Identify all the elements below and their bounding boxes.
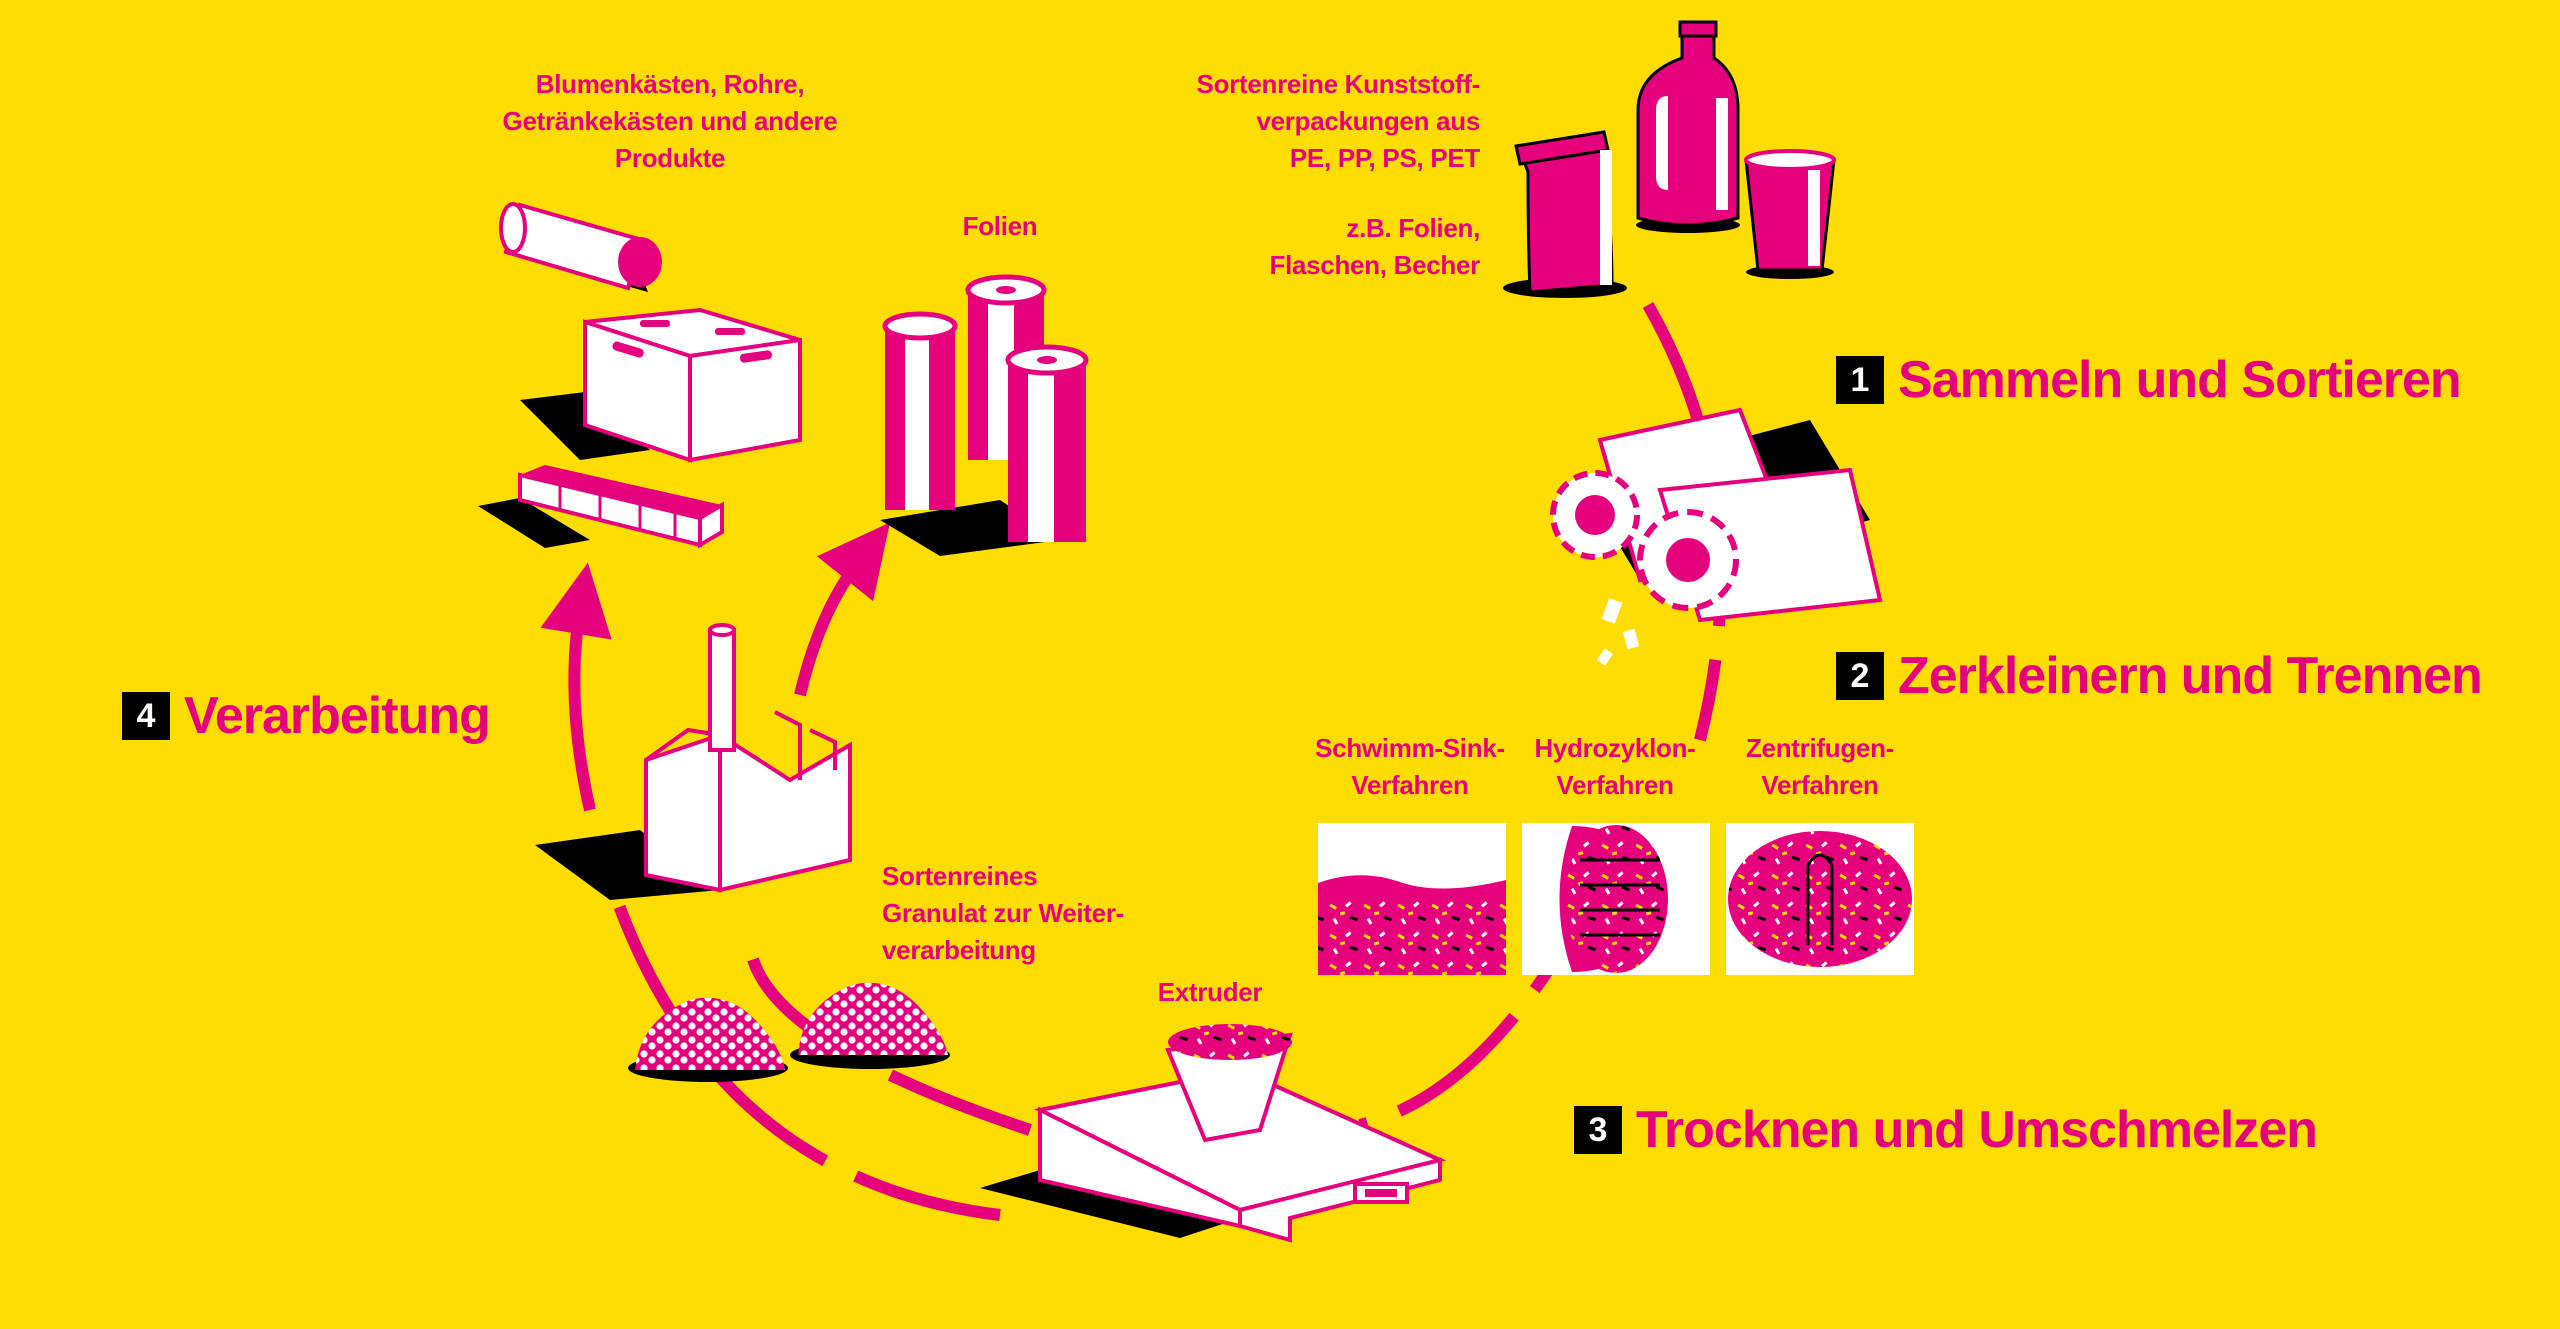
stage-2-title: 2 Zerkleinern und Trennen [1836,646,2483,706]
examples-label: z.B. Folien, Flaschen, Becher [1269,213,1480,280]
extruder-label: Extruder [1157,977,1263,1007]
stage-1-number: 1 [1836,356,1884,404]
granulate-label: Sortenreines Granulat zur Weiter- verarb… [882,861,1125,965]
products-label: Blumenkästen, Rohre, Getränkekästen und … [502,69,838,173]
stage-3-number: 3 [1574,1106,1622,1154]
stage-2-number: 2 [1836,652,1884,700]
factory-icon [535,623,852,900]
film-rolls-icon [880,274,1089,556]
stage-3-title: 3 Trocknen und Umschmelzen [1574,1100,2318,1160]
granulate-pile-icon [628,982,950,1082]
centrifuge-label: Zentrifugen- Verfahren [1745,733,1895,800]
shredder-gears-icon [1550,407,1883,666]
upward-arrows [540,522,890,812]
packaging-label: Sortenreine Kunststoff- verpackungen aus… [1196,69,1481,173]
sink-float-label: Schwimm-Sink- Verfahren [1315,733,1505,800]
films-label: Folien [962,211,1038,241]
stage-3-text: Trocknen und Umschmelzen [1636,1101,2318,1159]
bottle-icon [1636,20,1740,233]
stage-4-number: 4 [122,692,170,740]
hydrocyclone-icon [1522,823,1710,975]
centrifuge-icon [1726,823,1914,975]
plastic-bag-icon [1503,130,1627,298]
cup-icon [1744,149,1836,279]
flower-box-icon [478,465,724,549]
stage-4-title: 4 Verarbeitung [122,686,491,746]
stage-1-title: 1 Sammeln und Sortieren [1836,350,2462,410]
crate-icon [520,307,802,463]
pipe-icon [499,202,662,292]
stage-4-text: Verarbeitung [184,687,491,745]
stage-2-text: Zerkleinern und Trennen [1898,647,2483,705]
stage-1-text: Sammeln und Sortieren [1898,351,2462,409]
extruder-icon [980,1024,1447,1243]
hydrocyclone-label: Hydrozyklon- Verfahren [1534,733,1696,800]
sink-float-tank-icon [1318,823,1506,975]
